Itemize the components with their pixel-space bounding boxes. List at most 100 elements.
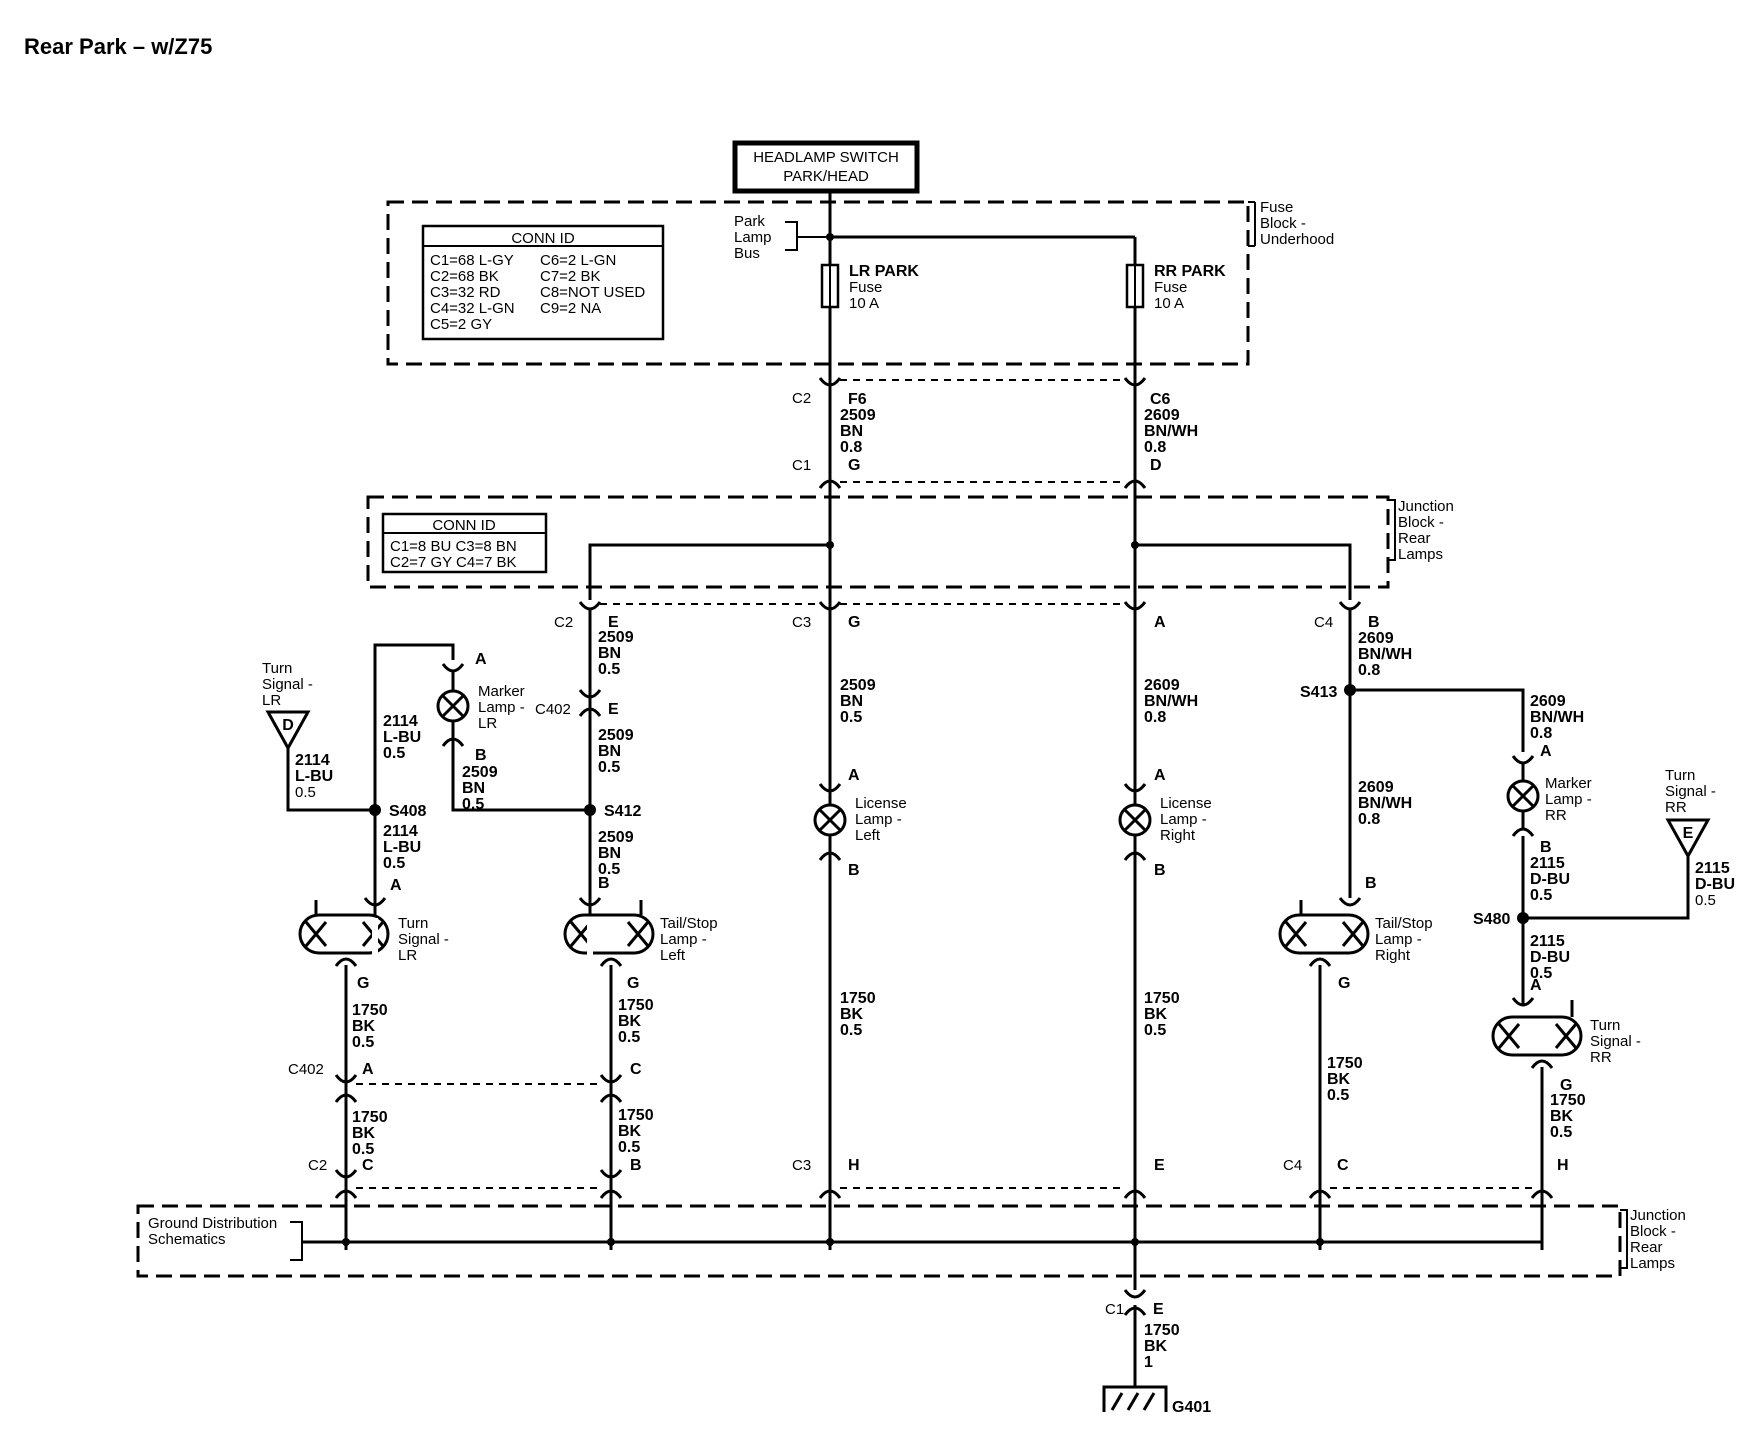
svg-text:BK: BK <box>1327 1071 1351 1088</box>
wire-label-2115-dbu-05-b: 2115 D-BU 0.5 <box>1695 860 1735 909</box>
svg-text:Right: Right <box>1375 947 1411 964</box>
svg-text:Lamp -: Lamp - <box>1160 811 1207 828</box>
svg-text:BN: BN <box>598 743 621 760</box>
fuse-lr-park: LR PARK Fuse 10 A <box>820 263 919 312</box>
svg-text:Tail/Stop: Tail/Stop <box>1375 915 1433 932</box>
splice-s413-label: S413 <box>1300 684 1337 701</box>
svg-text:2115: 2115 <box>1530 855 1565 872</box>
svg-text:E: E <box>1683 825 1694 842</box>
svg-text:LR PARK: LR PARK <box>849 263 919 280</box>
wire-marker-rr-feed <box>1350 688 1525 752</box>
svg-text:0.5: 0.5 <box>1144 1022 1166 1039</box>
svg-text:BN: BN <box>840 423 863 440</box>
svg-text:C9=2 NA: C9=2 NA <box>540 300 601 317</box>
svg-text:1750: 1750 <box>352 1002 388 1019</box>
svg-text:A: A <box>1540 743 1552 760</box>
svg-text:0.8: 0.8 <box>1358 662 1380 679</box>
svg-text:2114: 2114 <box>383 713 418 730</box>
svg-text:D: D <box>282 717 294 734</box>
svg-text:L-BU: L-BU <box>295 768 333 785</box>
svg-text:BN/WH: BN/WH <box>1358 646 1412 663</box>
page-title: Rear Park – w/Z75 <box>24 34 212 59</box>
svg-text:2609: 2609 <box>1144 677 1180 694</box>
svg-text:0.8: 0.8 <box>840 439 862 456</box>
svg-text:0.5: 0.5 <box>383 745 405 762</box>
svg-text:Lamp -: Lamp - <box>855 811 902 828</box>
svg-text:Schematics: Schematics <box>148 1231 226 1248</box>
connector-c402-upper: C402 E <box>535 689 619 718</box>
svg-text:BK: BK <box>1144 1006 1168 1023</box>
wire-label-2609-bnwh-08-marker: 2609 BN/WH 0.8 <box>1530 693 1584 742</box>
svg-text:0.8: 0.8 <box>1358 811 1380 828</box>
svg-text:C: C <box>630 1061 642 1078</box>
fuse-block-conn-id-table: CONN ID C1=68 L-GY C2=68 BK C3=32 RD C4=… <box>421 224 665 341</box>
svg-text:LR: LR <box>262 692 281 709</box>
svg-text:G: G <box>848 457 860 474</box>
svg-text:1750: 1750 <box>1144 990 1180 1007</box>
svg-text:RR: RR <box>1545 807 1567 824</box>
svg-text:BK: BK <box>618 1013 642 1030</box>
svg-text:B: B <box>475 747 487 764</box>
turn-signal-rr-offpage-ref: Turn Signal - RR E <box>1665 767 1716 860</box>
svg-text:2509: 2509 <box>598 727 634 744</box>
ground-g401-icon <box>1102 1385 1168 1412</box>
svg-text:C1=68 L-GY: C1=68 L-GY <box>430 252 514 269</box>
turn-signal-lr-offpage-ref: Turn Signal - LR D <box>262 660 313 752</box>
svg-text:B: B <box>1540 839 1552 856</box>
svg-text:10 A: 10 A <box>849 295 879 312</box>
svg-text:BN: BN <box>840 693 863 710</box>
svg-text:1750: 1750 <box>352 1109 388 1126</box>
svg-text:C: C <box>1337 1157 1349 1174</box>
wire-label-1750-bk-1: 1750 BK 1 <box>1144 1322 1180 1371</box>
svg-text:L-BU: L-BU <box>383 729 421 746</box>
svg-text:0.5: 0.5 <box>1530 965 1552 982</box>
wire-label-2509-bn-05-b: 2509 BN 0.5 <box>598 727 634 776</box>
svg-text:BN/WH: BN/WH <box>1144 693 1198 710</box>
turn-signal-lamp-rr: A Turn Signal - RR G <box>1491 977 1641 1094</box>
headlamp-switch-line1: HEADLAMP SWITCH <box>753 149 899 166</box>
svg-text:C3: C3 <box>792 1157 811 1174</box>
wire-turn-lr-ref <box>286 748 375 812</box>
fuse-rr-park: RR PARK Fuse 10 A <box>1125 263 1226 312</box>
svg-text:BN: BN <box>598 645 621 662</box>
ground-distribution-ref: Ground Distribution Schematics <box>148 1215 303 1261</box>
svg-text:1750: 1750 <box>1550 1092 1586 1109</box>
svg-text:A: A <box>362 1061 374 1078</box>
svg-text:Fuse: Fuse <box>1260 199 1293 216</box>
svg-text:0.5: 0.5 <box>352 1141 374 1158</box>
svg-text:0.5: 0.5 <box>295 784 316 801</box>
svg-text:Block -: Block - <box>1398 514 1444 531</box>
svg-text:0.5: 0.5 <box>352 1034 374 1051</box>
svg-text:Lamps: Lamps <box>1630 1255 1675 1272</box>
svg-text:C6: C6 <box>1150 391 1171 408</box>
svg-text:Lamp -: Lamp - <box>1545 791 1592 808</box>
fuse-block-label: Fuse Block - Underhood <box>1248 199 1334 248</box>
svg-text:License: License <box>855 795 907 812</box>
svg-text:0.8: 0.8 <box>1144 439 1166 456</box>
junction-block-rear-ground-box <box>136 1204 1622 1278</box>
svg-text:E: E <box>608 614 619 631</box>
svg-text:C4=32 L-GN: C4=32 L-GN <box>430 300 515 317</box>
svg-text:F6: F6 <box>848 391 867 408</box>
svg-text:A: A <box>1530 977 1542 994</box>
license-lamp-left: A License Lamp - Left B <box>813 767 907 879</box>
svg-text:LR: LR <box>478 715 497 732</box>
svg-text:Junction: Junction <box>1398 498 1454 515</box>
wire-label-1750-bk-05-tl: 1750 BK 0.5 <box>618 997 654 1046</box>
svg-text:D: D <box>1150 457 1162 474</box>
svg-text:2509: 2509 <box>840 677 876 694</box>
wire-label-1750-bk-05-tr: 1750 BK 0.5 <box>1327 1055 1363 1104</box>
svg-text:2609: 2609 <box>1530 693 1566 710</box>
tail-stop-lamp-right: B Tail/Stop Lamp - Right G <box>1278 875 1433 992</box>
svg-text:E: E <box>1154 1157 1165 1174</box>
svg-text:Signal -: Signal - <box>262 676 313 693</box>
svg-text:2509: 2509 <box>462 764 498 781</box>
svg-text:Turn: Turn <box>398 915 428 932</box>
fuse-block-underhood-box <box>386 200 1250 366</box>
svg-text:C2=7 GY C4=7 BK: C2=7 GY C4=7 BK <box>390 554 516 571</box>
svg-text:D-BU: D-BU <box>1530 949 1570 966</box>
ground-g401-label: G401 <box>1172 1399 1211 1416</box>
svg-text:C402: C402 <box>535 701 571 718</box>
svg-text:2114: 2114 <box>295 752 330 769</box>
svg-text:Turn: Turn <box>1665 767 1695 784</box>
